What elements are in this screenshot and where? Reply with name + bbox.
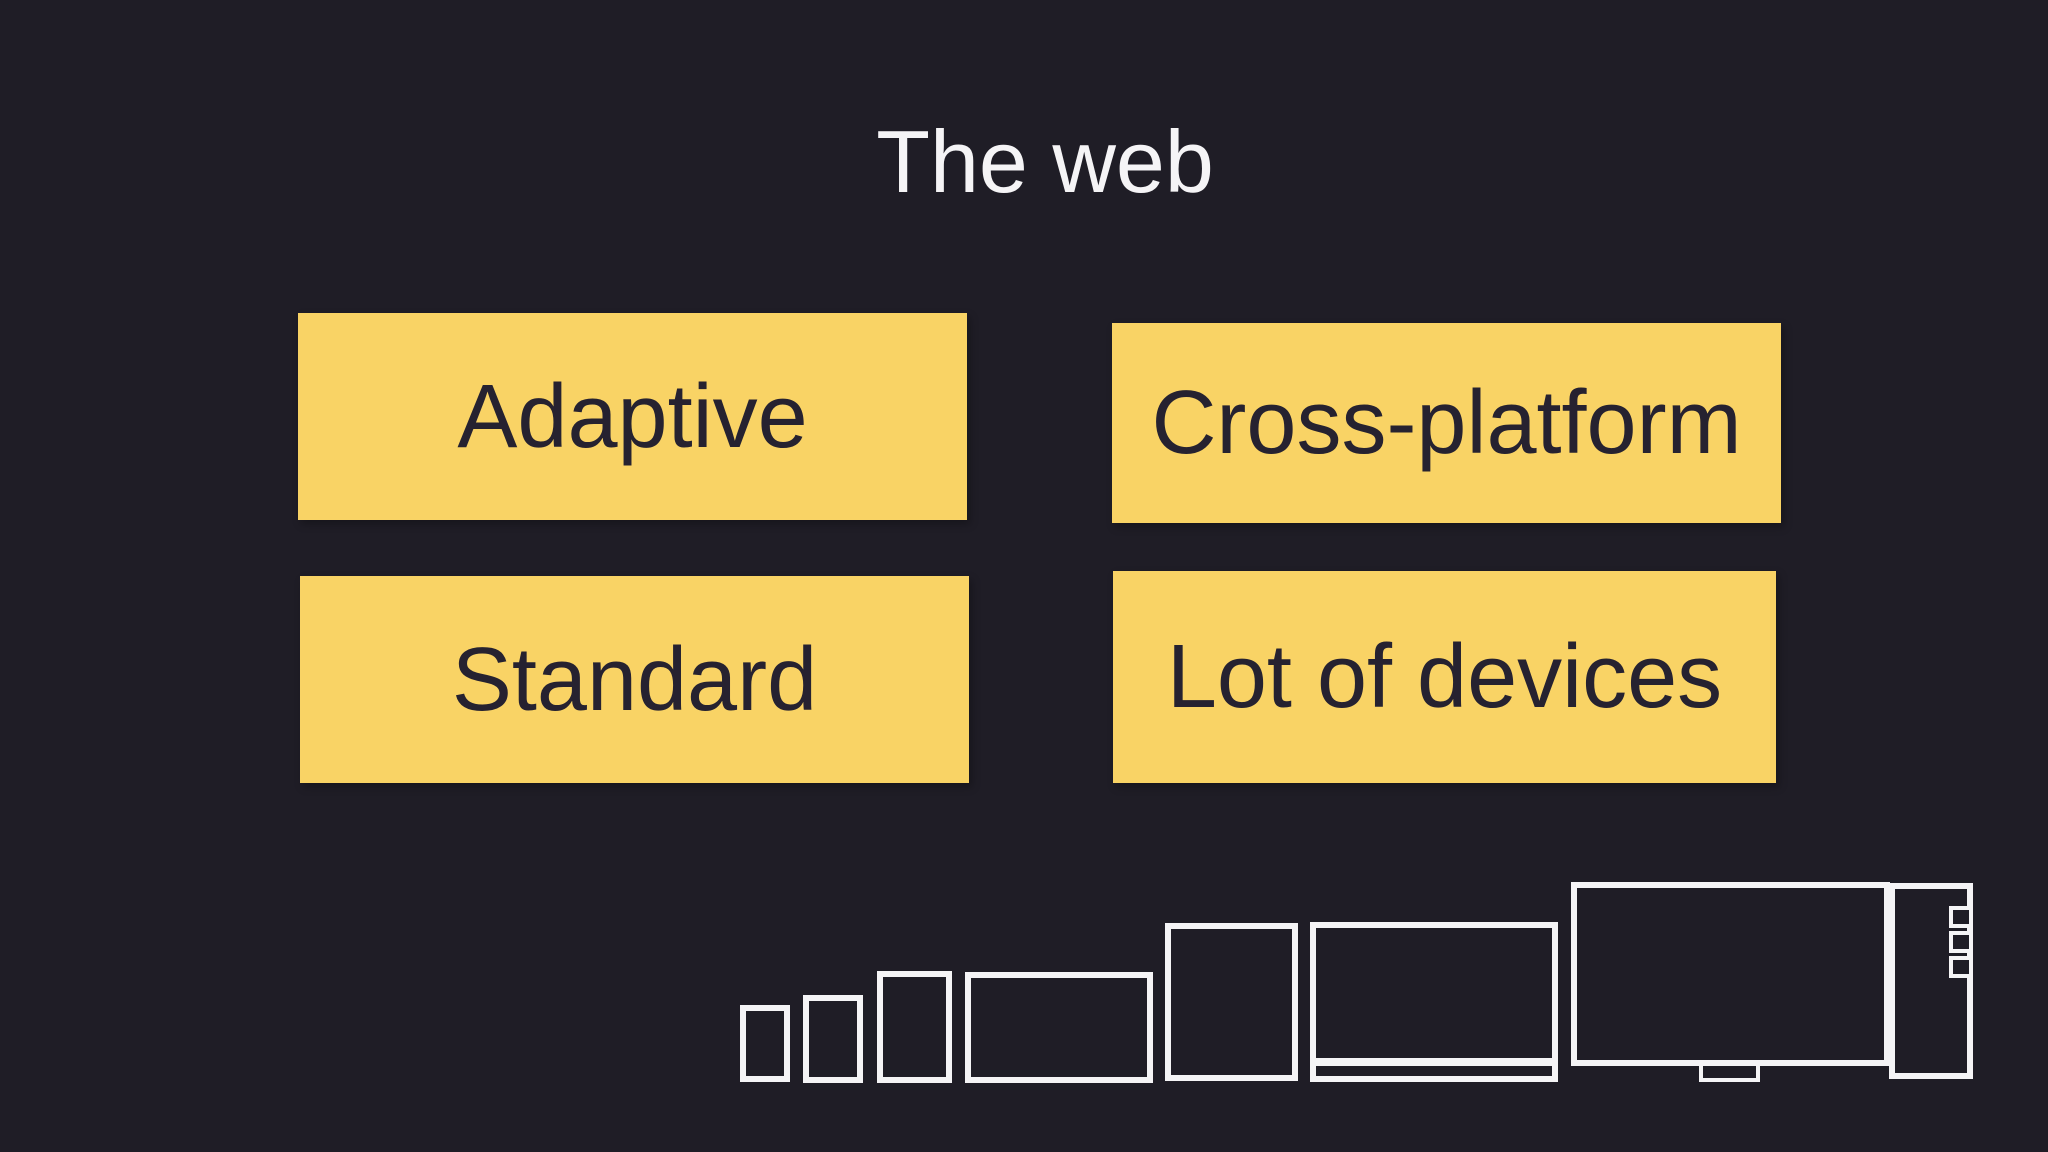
card-standard: Standard <box>300 576 969 783</box>
tower-drive-bay-icon <box>1949 906 1973 928</box>
tablet-large-icon <box>1165 923 1298 1081</box>
card-adaptive-label: Adaptive <box>457 366 808 467</box>
tv-icon <box>1571 882 1890 1082</box>
card-standard-label: Standard <box>451 629 818 730</box>
card-cross-platform-label: Cross-platform <box>1151 373 1742 473</box>
tower-drive-bays <box>1949 906 1973 978</box>
card-lot-of-devices: Lot of devices <box>1113 571 1776 783</box>
tablet-landscape-icon <box>965 972 1153 1083</box>
laptop-monitor-icon <box>1310 922 1558 1082</box>
card-cross-platform: Cross-platform <box>1112 323 1781 523</box>
page-title: The web <box>876 112 1214 211</box>
desktop-tower-icon <box>1889 883 1973 1079</box>
tower-drive-bay-icon <box>1949 931 1973 953</box>
tablet-small-icon <box>877 971 952 1083</box>
card-adaptive: Adaptive <box>298 313 967 520</box>
card-lot-of-devices-label: Lot of devices <box>1166 627 1723 727</box>
tower-drive-bay-icon <box>1949 956 1973 978</box>
phone-icon <box>803 995 863 1083</box>
phone-small-icon <box>740 1005 790 1082</box>
tv-stand <box>1699 1066 1760 1082</box>
